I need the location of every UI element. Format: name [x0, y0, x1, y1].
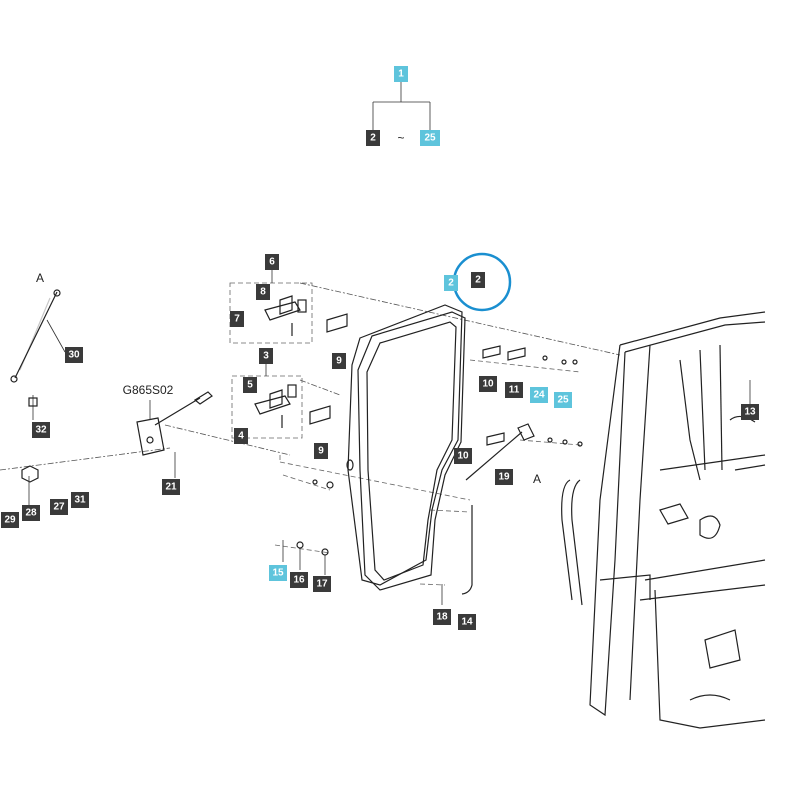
- callout-number: 17: [316, 579, 328, 590]
- callout-number: 25: [557, 395, 569, 406]
- callout-17[interactable]: 17: [313, 576, 331, 592]
- callout-number: 8: [260, 287, 266, 298]
- upper-hinge-group: [229, 269, 348, 344]
- callout-4[interactable]: 4: [234, 428, 248, 444]
- marker-a-top: A: [36, 271, 44, 285]
- callout-21[interactable]: 21: [162, 479, 180, 495]
- callout-labels: 2 2 6 8 7 9 3 5 4 9 10 11 24 25 13 10 19 30 32 21 29 28 27 31 15…: [1, 254, 759, 630]
- callout-number: 7: [234, 314, 240, 325]
- callout-number: 27: [53, 502, 65, 513]
- hierarchy-tree: 1 2 ~ 25: [366, 66, 440, 146]
- callout-number: 4: [238, 431, 244, 442]
- callout-15[interactable]: 15: [269, 565, 287, 581]
- callout-3[interactable]: 3: [259, 348, 273, 364]
- callout-13[interactable]: 13: [741, 404, 759, 420]
- callout-number: 29: [4, 515, 16, 526]
- tree-from-label[interactable]: 2: [366, 130, 380, 146]
- svg-text:1: 1: [398, 69, 404, 80]
- callout-2[interactable]: 2: [471, 272, 485, 288]
- callout-number: 14: [461, 617, 473, 628]
- plates-and-fasteners: [482, 345, 583, 447]
- callout-number: 28: [25, 508, 37, 519]
- handle-assembly: [136, 391, 213, 478]
- callout-number: 16: [293, 575, 305, 586]
- callout-10[interactable]: 10: [479, 376, 497, 392]
- callout-number: 31: [74, 495, 86, 506]
- callout-24[interactable]: 24: [530, 387, 548, 403]
- gas-strut: [10, 289, 66, 510]
- cab-frame: [561, 311, 766, 729]
- callout-10[interactable]: 10: [454, 448, 472, 464]
- callout-8[interactable]: 8: [256, 284, 270, 300]
- callout-6[interactable]: 6: [265, 254, 279, 270]
- leader-lines: [0, 282, 621, 586]
- callout-19[interactable]: 19: [495, 469, 513, 485]
- callout-29[interactable]: 29: [1, 512, 19, 528]
- callout-9[interactable]: 9: [332, 353, 346, 369]
- callout-27[interactable]: 27: [50, 499, 68, 515]
- callout-number: 11: [509, 385, 520, 396]
- callout-9[interactable]: 9: [314, 443, 328, 459]
- callout-2[interactable]: 2: [444, 275, 458, 291]
- callout-number: 2: [475, 275, 481, 286]
- callout-7[interactable]: 7: [230, 311, 244, 327]
- callout-number: 15: [272, 568, 284, 579]
- tree-range-tilde: ~: [397, 131, 404, 145]
- callout-30[interactable]: 30: [65, 347, 83, 363]
- pull-rod: [441, 423, 535, 605]
- callout-32[interactable]: 32: [32, 422, 50, 438]
- callout-number: 18: [436, 612, 448, 623]
- callout-5[interactable]: 5: [243, 377, 257, 393]
- callout-16[interactable]: 16: [290, 572, 308, 588]
- callout-number: 13: [744, 407, 756, 418]
- callout-number: 5: [247, 380, 253, 391]
- callout-11[interactable]: 11: [505, 382, 523, 398]
- callout-number: 6: [269, 257, 275, 268]
- callout-18[interactable]: 18: [433, 609, 451, 625]
- callout-number: 2: [448, 278, 454, 289]
- washers-and-screws: [282, 479, 334, 575]
- callout-number: 9: [318, 446, 324, 457]
- callout-number: 10: [457, 451, 469, 462]
- ref-code-label: G865S02: [123, 383, 174, 397]
- callout-number: 3: [263, 351, 269, 362]
- callout-number: 32: [35, 425, 47, 436]
- callout-number: 21: [165, 482, 177, 493]
- callout-number: 24: [533, 390, 545, 401]
- tree-to-label[interactable]: 25: [420, 130, 440, 146]
- marker-a-bottom: A: [533, 472, 541, 486]
- svg-text:25: 25: [424, 133, 436, 144]
- callout-28[interactable]: 28: [22, 505, 40, 521]
- lower-hinge-group: [231, 362, 331, 439]
- svg-text:2: 2: [370, 133, 376, 144]
- callout-number: 10: [482, 379, 494, 390]
- callout-14[interactable]: 14: [458, 614, 476, 630]
- tree-root-label[interactable]: 1: [394, 66, 408, 82]
- callout-25[interactable]: 25: [554, 392, 572, 408]
- door-glass-panel: [346, 304, 466, 591]
- callout-number: 19: [498, 472, 510, 483]
- callout-number: 30: [68, 350, 80, 361]
- callout-number: 9: [336, 356, 342, 367]
- callout-31[interactable]: 31: [71, 492, 89, 508]
